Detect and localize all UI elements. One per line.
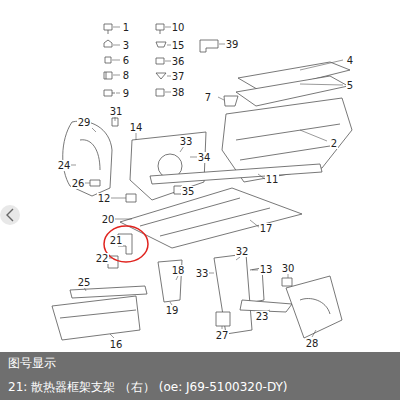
callout-number: 3	[122, 40, 130, 51]
callout-number: 39	[225, 39, 240, 50]
callout-number: 22	[95, 253, 110, 264]
highlight-ring	[104, 226, 148, 262]
callout-number: 30	[281, 263, 296, 274]
clip-symbol	[104, 72, 112, 79]
rivet-symbol	[156, 73, 166, 79]
small-bracket	[282, 278, 292, 286]
callout-number: 17	[259, 223, 274, 234]
callout-number: 19	[165, 305, 180, 316]
bolt-symbol	[156, 24, 164, 34]
callout-number: 36	[171, 56, 186, 67]
radiator-frame	[52, 296, 140, 340]
callout-number: 29	[77, 117, 92, 128]
grommet-symbol	[156, 89, 164, 96]
screw-symbol	[104, 90, 115, 96]
bracket-part	[224, 96, 238, 106]
callout-number: 37	[171, 71, 186, 82]
back-button	[0, 205, 20, 225]
crossmember-part	[150, 164, 322, 184]
fender-part	[286, 276, 342, 338]
callout-number: 24	[57, 160, 72, 171]
callout-number: 28	[305, 338, 320, 349]
callout-number: 26	[71, 178, 86, 189]
callout-number: 31	[109, 106, 124, 117]
apron-part	[130, 132, 206, 200]
callout-number: 25	[77, 277, 92, 288]
caption-heading: 图号显示	[8, 356, 56, 370]
callout-number: 16	[109, 339, 124, 350]
callout-number: 9	[122, 88, 130, 99]
callout-number: 7	[204, 92, 212, 103]
callout-number: 32	[235, 246, 250, 257]
callout-number: 12	[97, 193, 112, 204]
callout-number: 10	[171, 22, 186, 33]
small-bracket	[90, 180, 100, 186]
callout-number: 5	[346, 80, 354, 91]
callout-number: 13	[259, 264, 274, 275]
callout-number: 34	[197, 152, 212, 163]
callout-number: 20	[101, 214, 116, 225]
callout-number: 38	[171, 87, 186, 98]
callout-number: 8	[122, 70, 130, 81]
nut-symbol	[156, 58, 164, 64]
callout-number: 18	[171, 265, 186, 276]
nut-symbol	[105, 57, 111, 63]
small-bracket	[126, 194, 136, 202]
callout-number: 2	[330, 138, 338, 149]
callout-number: 21	[109, 235, 124, 246]
clip-symbol	[104, 40, 112, 47]
pillar-part	[214, 254, 252, 334]
callout-number: 14	[129, 122, 144, 133]
small-bracket	[216, 312, 230, 326]
caption-text: 21: 散热器框架支架 （右） (oe: J69-5100320-DY)	[8, 380, 288, 394]
callout-number: 23	[255, 311, 270, 322]
clip-symbol	[156, 42, 166, 47]
callout-number: 27	[215, 330, 230, 341]
callout-number: 33	[195, 268, 210, 279]
leader-lines	[70, 27, 343, 338]
callout-number: 33	[179, 136, 194, 147]
callout-number: 11	[265, 174, 280, 185]
callout-number: 1	[122, 22, 130, 33]
bolt-symbol	[104, 24, 112, 34]
callout-number: 15	[171, 40, 186, 51]
bracket-part	[200, 40, 218, 52]
callout-number: 6	[122, 55, 130, 66]
callout-number: 35	[181, 186, 196, 197]
callout-number: 4	[346, 55, 354, 66]
